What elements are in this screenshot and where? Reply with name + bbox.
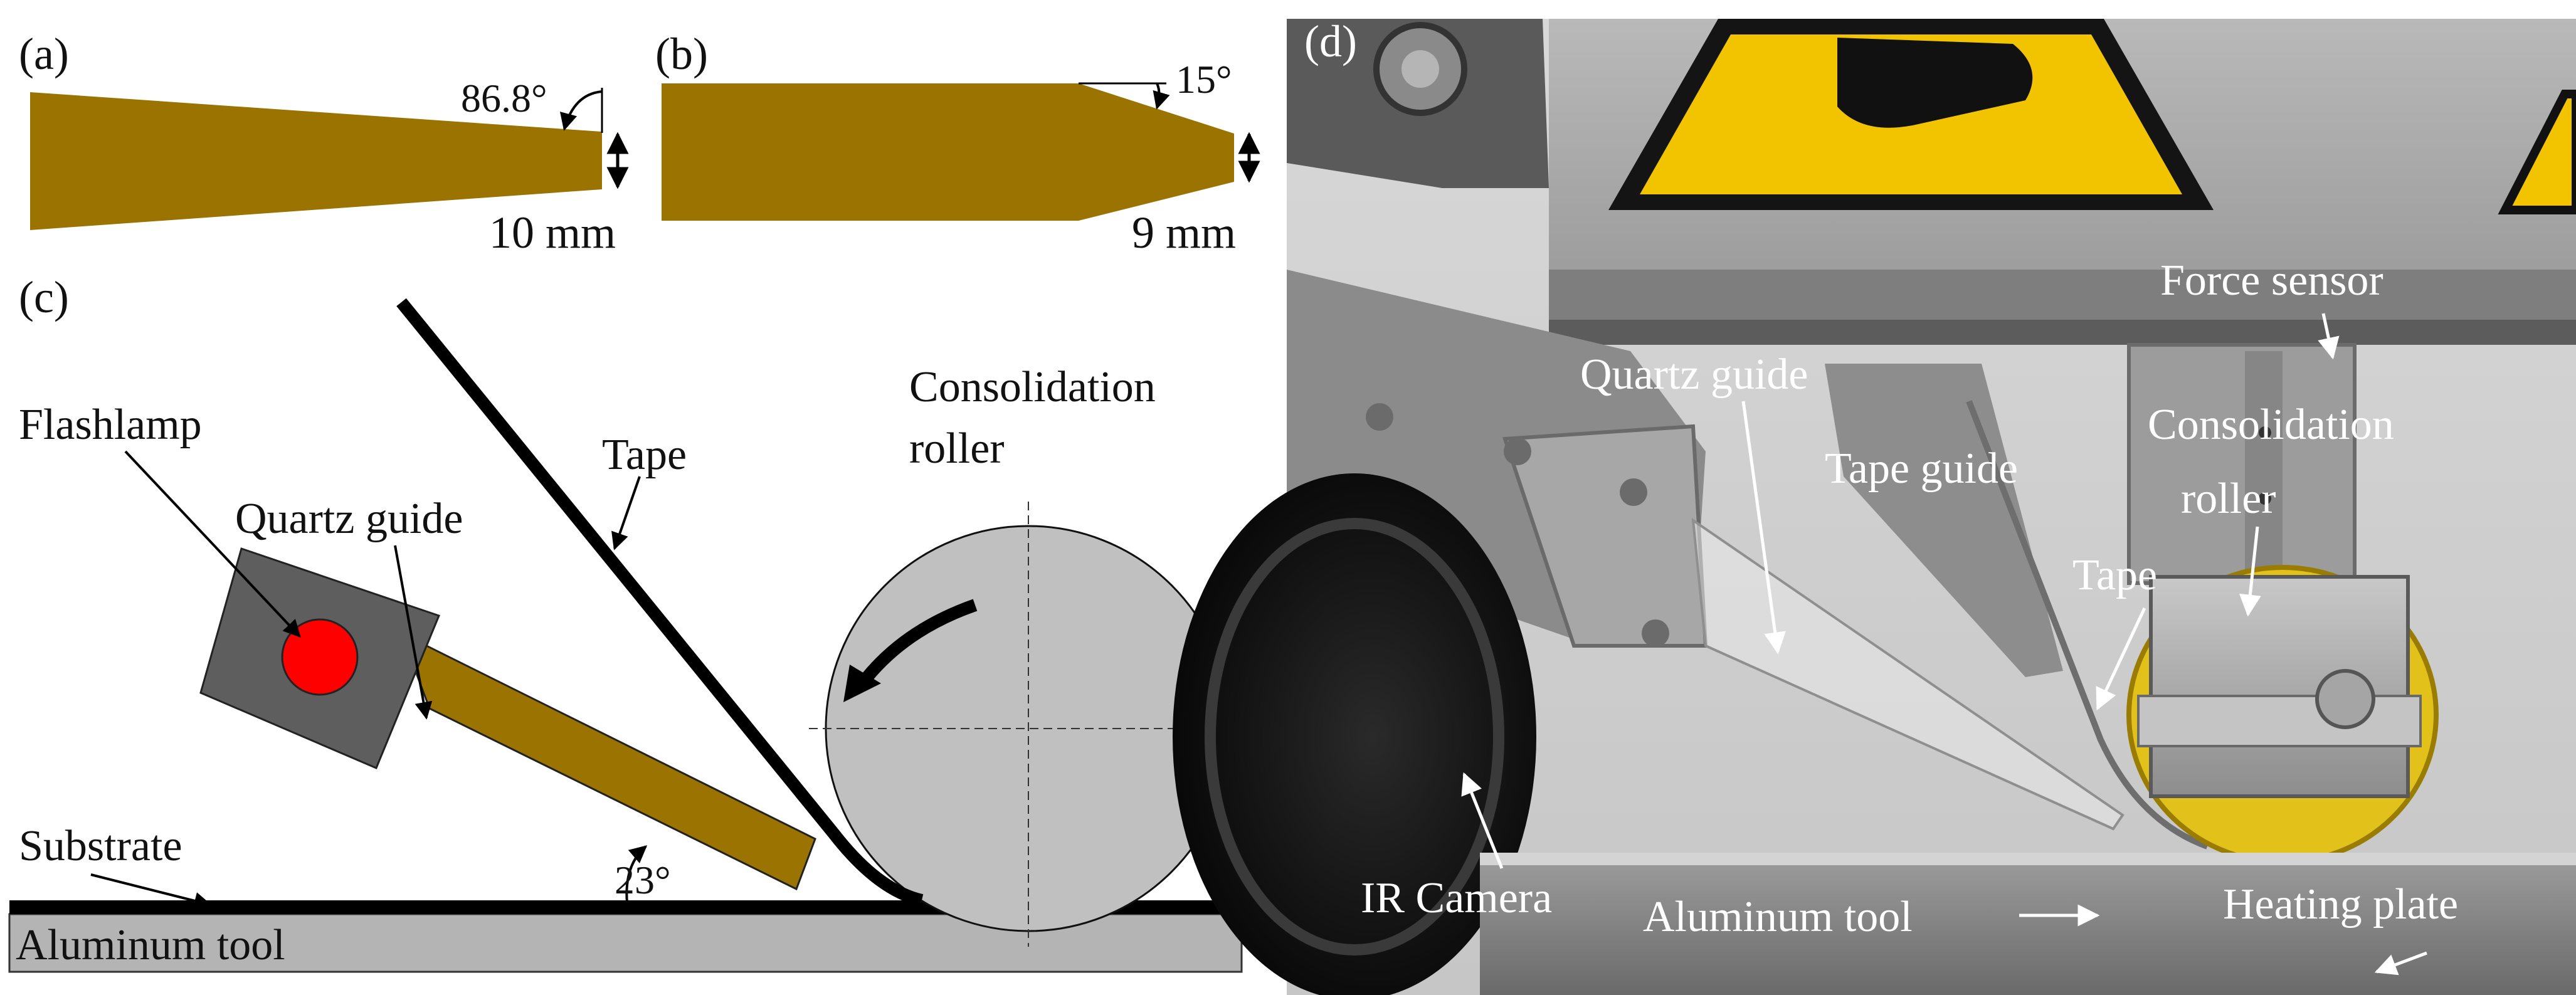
substrate-label: Substrate bbox=[19, 822, 182, 870]
hand-warning-icon bbox=[1837, 38, 2033, 128]
panel-a: (a) 86.8° 10 mm bbox=[19, 29, 629, 258]
roller-mount bbox=[2127, 343, 2357, 585]
panel-c-label: (c) bbox=[19, 272, 69, 322]
warning-sign-right bbox=[2498, 90, 2576, 214]
angle-label-c: 23° bbox=[615, 858, 671, 902]
roller-stem bbox=[2245, 351, 2283, 589]
panel-b-label: (b) bbox=[655, 29, 708, 79]
screw-2 bbox=[1504, 438, 1531, 465]
flashlamp-core bbox=[281, 618, 359, 696]
ir-camera-lens-ring bbox=[1205, 518, 1504, 956]
housing-shadow-band bbox=[1549, 270, 2576, 320]
panel-d-photo: (d) Force sensor Quartz guide Tape guide… bbox=[1173, 16, 2576, 995]
angle-arc-a bbox=[560, 90, 603, 131]
angle-arc-c bbox=[625, 845, 648, 903]
ir-camera-label: IR Camera bbox=[1361, 874, 1552, 922]
quartz-guide-c bbox=[399, 631, 816, 891]
ir-camera-pointer bbox=[1461, 772, 1504, 869]
rotation-arrow bbox=[857, 599, 978, 688]
consolidation-label-d-2: roller bbox=[2181, 475, 2276, 523]
heating-plate-pointer bbox=[2374, 951, 2427, 976]
angle-arc-b bbox=[1153, 83, 1170, 110]
screw-4 bbox=[1642, 619, 1669, 647]
panel-c: (c) Aluminum tool Flashlamp Quartz guide… bbox=[8, 272, 1254, 973]
tape-label-c: Tape bbox=[602, 431, 687, 479]
tape-pointer-d bbox=[2096, 607, 2146, 711]
screw-1 bbox=[1366, 403, 1393, 431]
hex-bolt-center bbox=[1401, 50, 1439, 88]
roller-axle-bar bbox=[2137, 695, 2422, 747]
width-label-a: 10 mm bbox=[489, 208, 616, 258]
force-sensor-label: Force sensor bbox=[2160, 256, 2383, 305]
quartz-guide-shape-b bbox=[662, 83, 1234, 221]
substrate-pointer bbox=[90, 873, 212, 910]
housing-lower-band bbox=[1549, 320, 2576, 345]
roller-pointer-d bbox=[2239, 526, 2261, 617]
plate-top-edge bbox=[1480, 853, 2576, 865]
screw-3 bbox=[1620, 478, 1647, 506]
axle-bolt bbox=[2315, 669, 2375, 729]
tape-guide-block bbox=[1825, 364, 2063, 677]
tape bbox=[396, 298, 924, 907]
tape-pointer-c bbox=[611, 476, 641, 550]
quartz-guide-pointer-d bbox=[1741, 401, 1787, 655]
consolidation-label-c-1: Consolidation bbox=[909, 363, 1156, 411]
aluminum-tool-label: Aluminum tool bbox=[16, 921, 285, 969]
force-sensor-pointer bbox=[2318, 313, 2340, 360]
heating-plate-label: Heating plate bbox=[2223, 880, 2458, 929]
stem-hole-1 bbox=[2259, 426, 2271, 439]
aluminum-tool-label-d: Aluminum tool bbox=[1643, 893, 1913, 941]
quartz-guide-photo bbox=[1691, 517, 2125, 831]
panel-a-label: (a) bbox=[19, 29, 69, 79]
angle-label-b: 15° bbox=[1176, 57, 1232, 102]
quartz-guide-pointer-c bbox=[394, 545, 433, 720]
flashlamp-label: Flashlamp bbox=[19, 401, 202, 449]
panel-d-label: (d) bbox=[1304, 16, 1357, 66]
tape-photo bbox=[1966, 400, 2209, 850]
panel-b: (b) 15° 9 mm bbox=[655, 29, 1260, 258]
quartz-guide-label-c: Quartz guide bbox=[235, 495, 463, 543]
quartz-guide-label-d: Quartz guide bbox=[1580, 350, 1808, 399]
ir-camera-lens bbox=[1173, 473, 1536, 995]
tape-label-d: Tape bbox=[2072, 551, 2157, 599]
rotation-arrow-head bbox=[843, 665, 881, 702]
consolidation-label-d-1: Consolidation bbox=[2148, 401, 2394, 449]
quartz-guide-shape-a bbox=[30, 92, 602, 230]
width-label-b: 9 mm bbox=[1132, 208, 1236, 258]
angle-label-a: 86.8° bbox=[461, 76, 547, 120]
flashlamp-pointer bbox=[124, 450, 301, 638]
stem-hole-2 bbox=[2259, 492, 2271, 505]
consolidation-label-c-2: roller bbox=[909, 424, 1005, 473]
tape-guide-label: Tape guide bbox=[1825, 445, 2018, 493]
